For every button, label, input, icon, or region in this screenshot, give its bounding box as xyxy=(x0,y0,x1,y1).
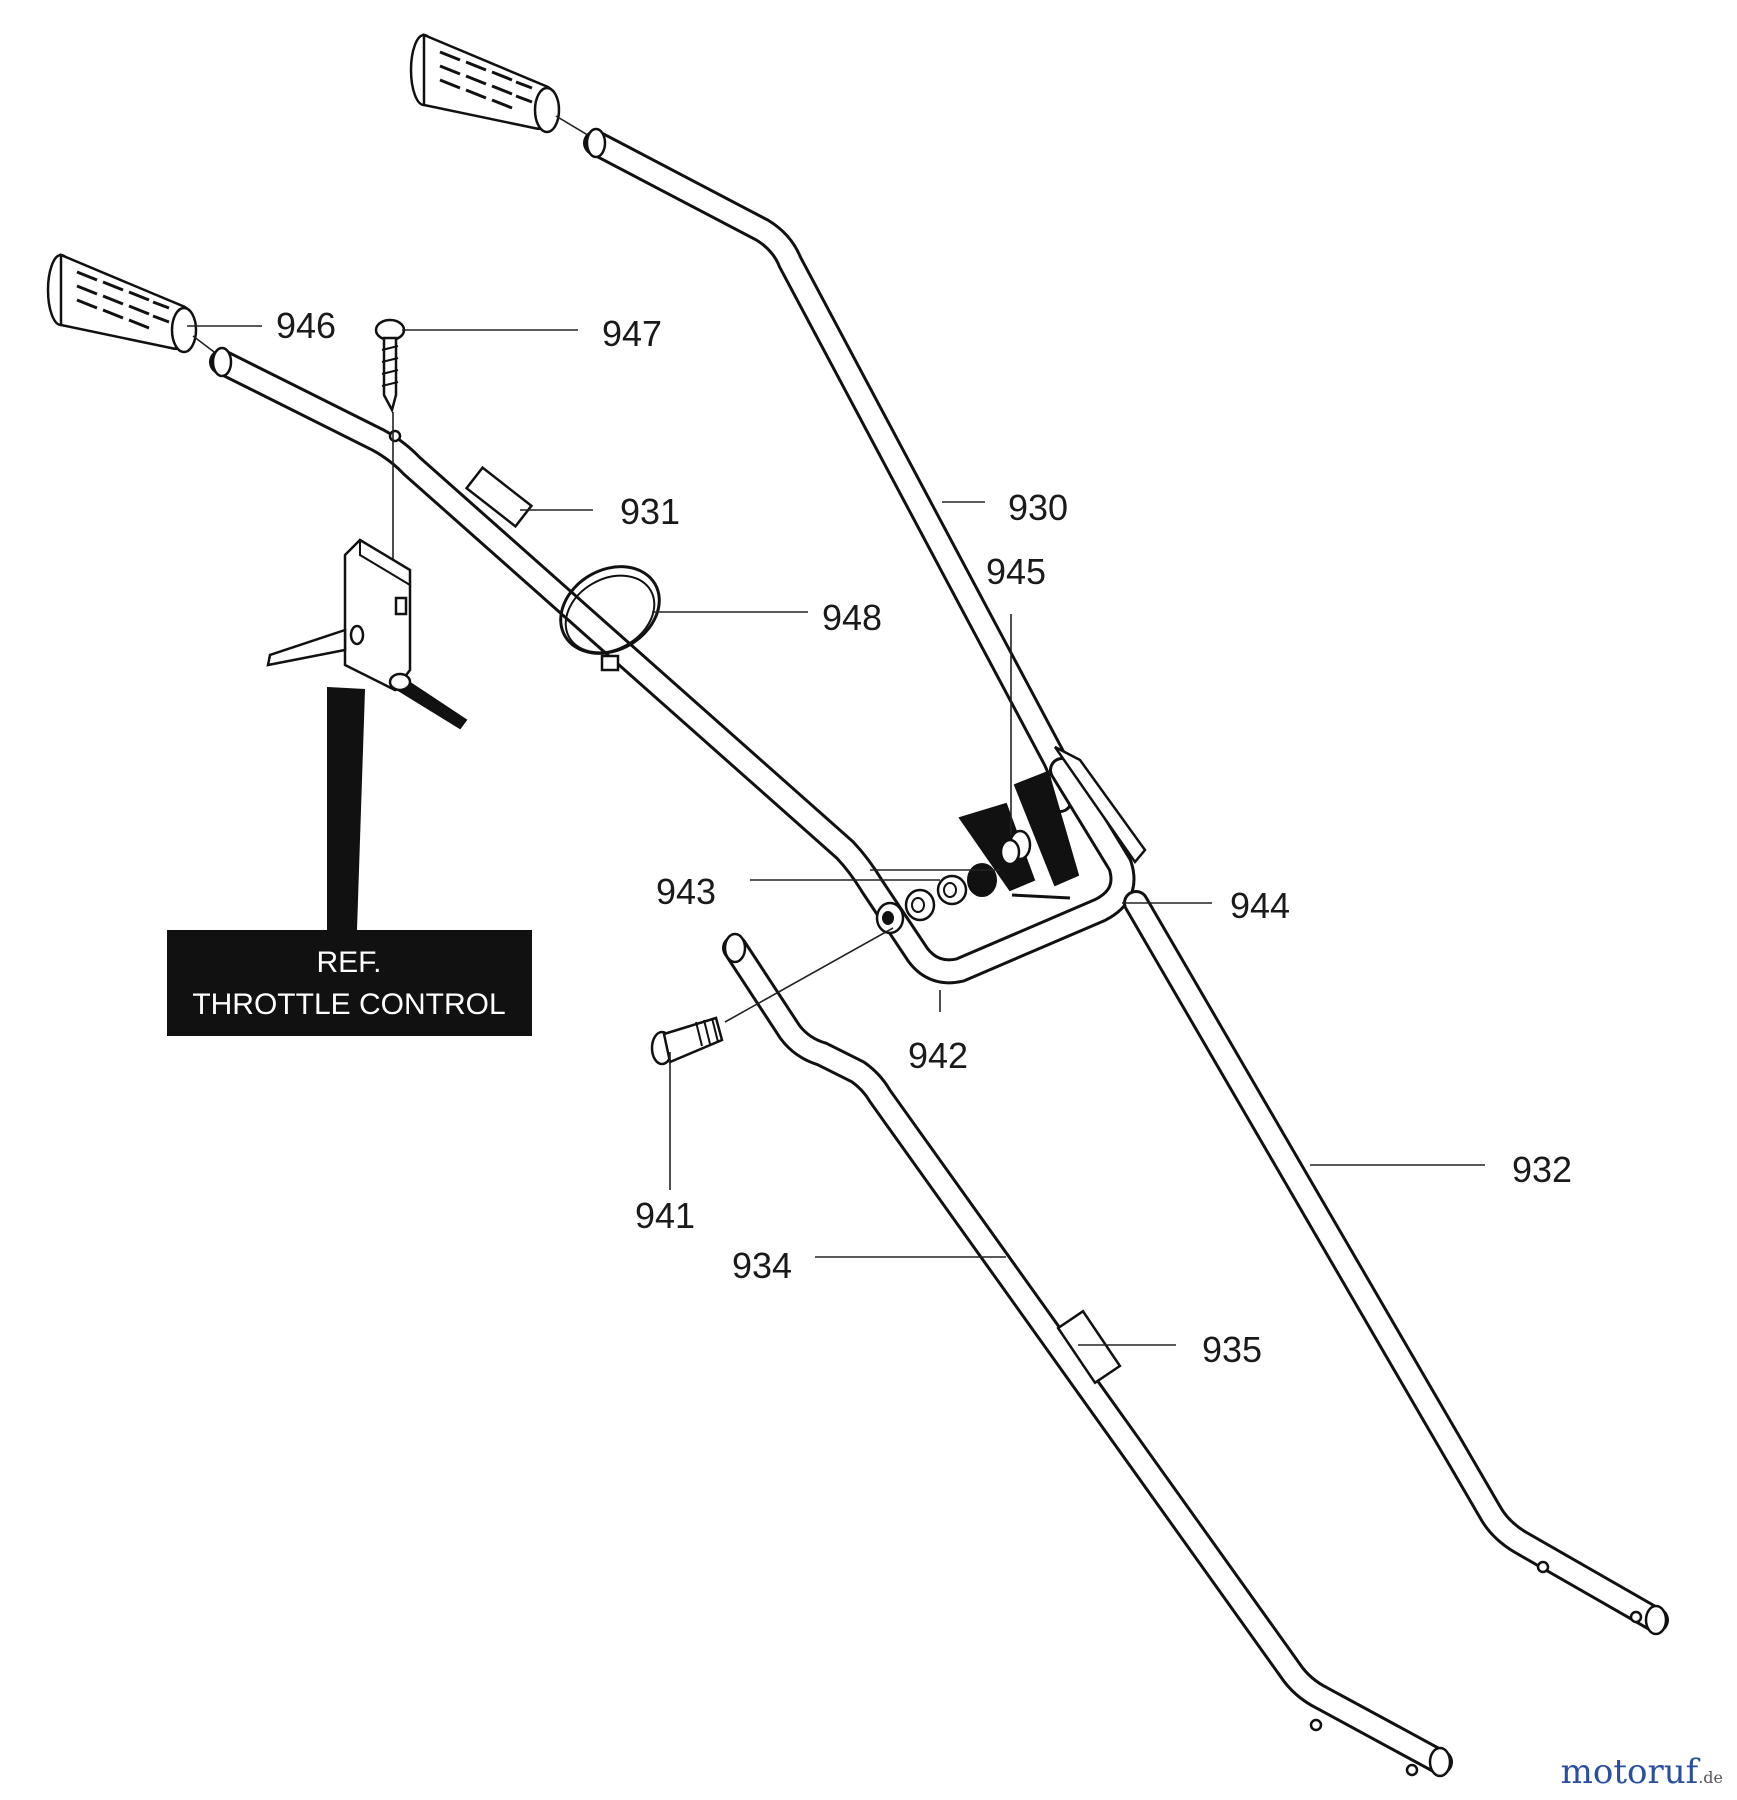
callout-942: 942 xyxy=(908,1035,968,1076)
upper-handle-grip xyxy=(409,33,561,134)
callout-947: 947 xyxy=(602,313,662,354)
bolt-941 xyxy=(650,1016,724,1066)
decal-931 xyxy=(464,465,534,529)
callout-931: 931 xyxy=(620,491,680,532)
throttle-control xyxy=(266,538,468,730)
callout-941: 941 xyxy=(635,1195,695,1236)
ref-box-line2: THROTTLE CONTROL xyxy=(192,988,505,1021)
callout-930: 930 xyxy=(1008,487,1068,528)
left-lower-tube xyxy=(722,932,1453,1778)
cable-tie xyxy=(559,565,661,672)
callout-934: 934 xyxy=(732,1245,792,1286)
callout-935: 935 xyxy=(1202,1329,1262,1370)
hardware-cluster xyxy=(875,770,1080,935)
callout-944: 944 xyxy=(1230,885,1290,926)
callout-943: 943 xyxy=(656,871,716,912)
right-lower-tube xyxy=(1123,890,1669,1636)
ref-box-line1: REF. xyxy=(316,946,381,979)
watermark: motoruf.de xyxy=(1561,1752,1723,1792)
mounting-plate xyxy=(1053,745,1147,865)
callout-945: 945 xyxy=(986,551,1046,592)
callout-932: 932 xyxy=(1512,1149,1572,1190)
ref-pointer xyxy=(327,686,366,931)
decal-935 xyxy=(1056,1309,1122,1385)
lower-handle-grip xyxy=(46,253,198,354)
callout-946: 946 xyxy=(276,305,336,346)
leader-lines xyxy=(187,325,1485,1346)
callout-948: 948 xyxy=(822,597,882,638)
watermark-suffix: .de xyxy=(1698,1768,1723,1787)
throttle-control-ref-box: REF. THROTTLE CONTROL xyxy=(167,930,532,1036)
screw-947 xyxy=(374,318,406,414)
bolt-axis xyxy=(724,927,894,1023)
watermark-text: motoruf xyxy=(1560,1752,1699,1792)
